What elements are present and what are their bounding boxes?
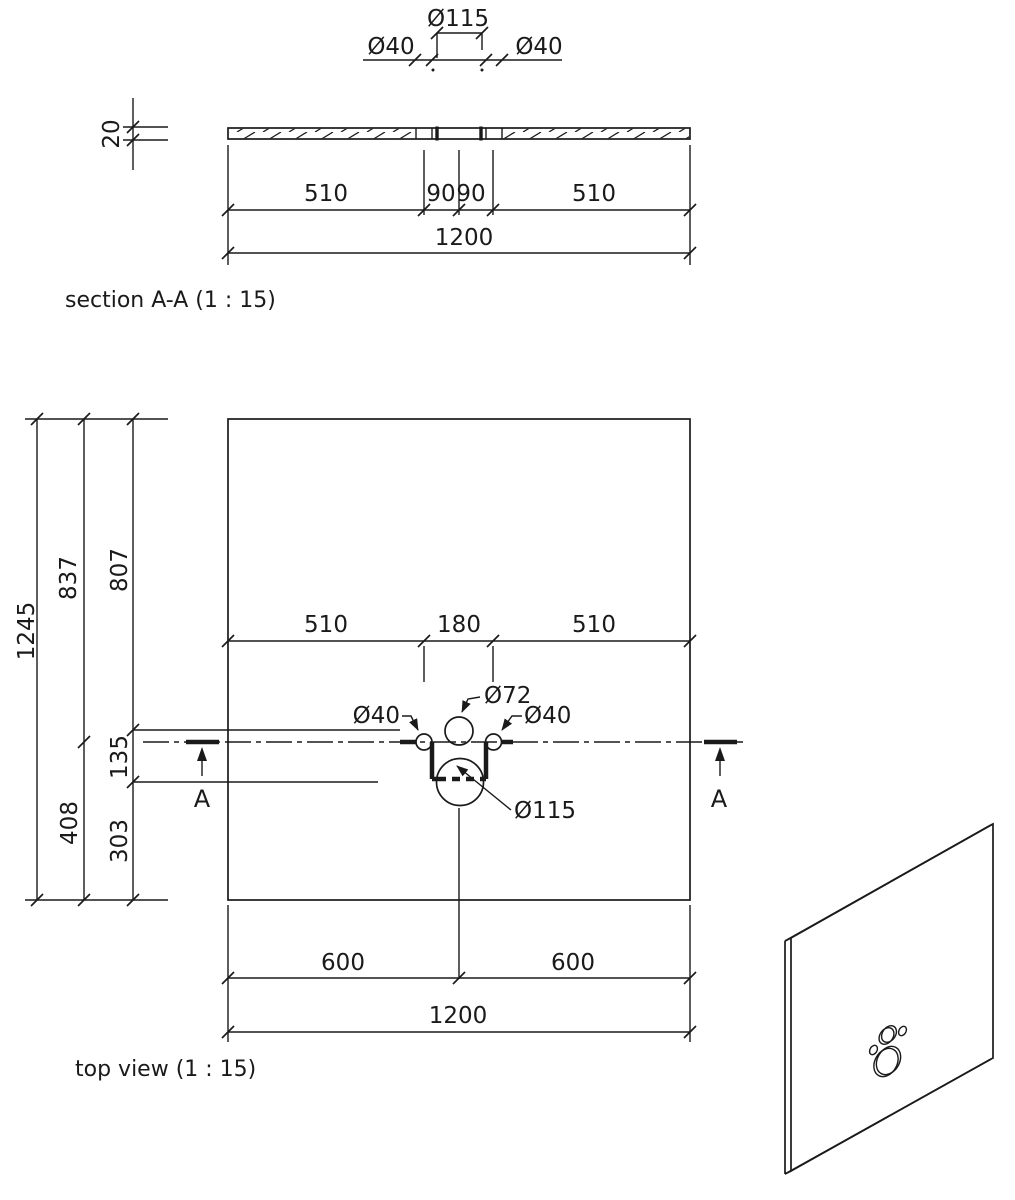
iso-hole-dia115 [875,1045,902,1076]
cut-label-right: A [711,785,728,813]
section-cut-arrow-right [715,747,725,776]
iso-hole-dia115-depth [873,1047,899,1078]
hole-dia72 [444,716,474,746]
dim-label-dia115-top: Ø115 [427,6,489,32]
holes [415,716,503,807]
dim-label-600-left: 600 [321,950,365,976]
dim-label-90-right: 90 [456,181,485,207]
hole-labels: Ø72 Ø40 Ø40 Ø115 [353,683,576,824]
dim-thickness-20: 20 [99,98,168,170]
recess-outline [400,739,513,782]
dim-label-510-right: 510 [572,181,616,207]
dim-dia115-top: Ø115 [427,6,489,58]
dim-label-303: 303 [107,819,133,863]
dim-label-180: 180 [437,612,481,638]
dim-label-dia40-tv-right: Ø40 [524,703,571,729]
dim-label-510-tv-right: 510 [572,612,616,638]
dim-label-1200-topview: 1200 [429,1003,488,1029]
section-plate-bar [227,126,691,141]
iso-panel-face [790,822,994,1173]
dim-label-dia40-tv-left: Ø40 [353,703,400,729]
dim-label-dia40-top-left: Ø40 [367,34,414,60]
top-view-caption: top view (1 : 15) [75,1057,256,1082]
dim-label-600-right: 600 [551,950,595,976]
dim-label-1200-section: 1200 [435,225,494,251]
dim-1200-section: 1200 [221,225,697,260]
iso-hole-dia72-depth [878,1027,895,1045]
iso-view [784,822,994,1175]
section-cut-arrow-left [197,747,207,776]
dim-label-510-tv-left: 510 [304,612,348,638]
dim-600-600: 600 600 [221,905,697,1042]
iso-hole-dia40-left [868,1044,879,1056]
dim-label-510-left: 510 [304,181,348,207]
iso-holes [868,1025,908,1078]
dim-label-408: 408 [57,801,83,845]
dim-label-807: 807 [107,548,133,592]
cut-label-left: A [194,785,211,813]
top-view: 1245 837 807 135 408 303 A A [14,412,745,1082]
dim-dia40-top: Ø40 Ø40 [363,34,563,72]
dim-label-837: 837 [56,556,82,600]
section-view-caption: section A-A (1 : 15) [65,288,276,313]
dim-510-180-510: 510 180 510 [221,612,697,682]
dim-label-1245: 1245 [14,602,40,661]
dim-label-dia72: Ø72 [484,683,531,709]
section-view: Ø115 Ø40 Ø40 20 [65,6,697,313]
dim-label-thickness: 20 [99,119,125,148]
dim-left-column: 1245 837 807 135 408 303 [14,412,400,907]
dim-label-90-left: 90 [426,181,455,207]
dim-label-135: 135 [107,735,133,779]
dim-1200-topview: 1200 [221,1003,697,1039]
iso-hole-dia40-right [897,1025,908,1037]
dim-510-90-90-510: 510 90 90 510 [221,145,697,265]
iso-panel-thickness [784,823,994,1175]
dim-label-dia115-tv: Ø115 [514,798,576,824]
section-cut-line: A A [143,739,745,813]
dim-label-dia40-top-right: Ø40 [515,34,562,60]
hole-dia115 [435,757,485,807]
